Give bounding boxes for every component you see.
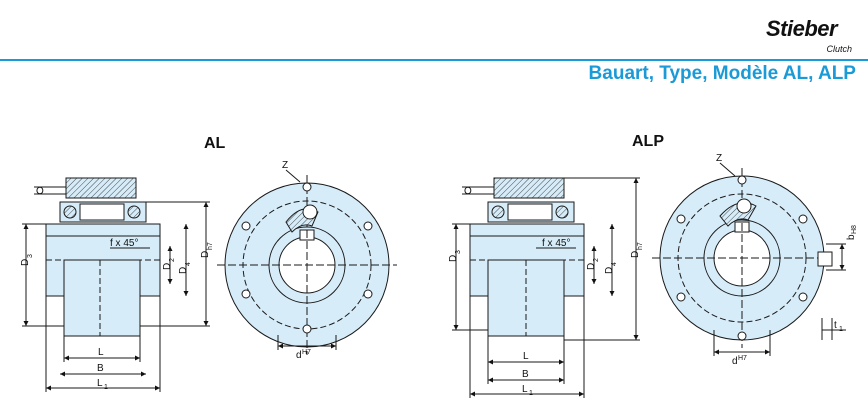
alp-dim-dbore: d — [732, 356, 738, 367]
stieber-logo: Stieber Clutch — [762, 12, 858, 56]
al-dim-d3-sub: 3 — [27, 254, 34, 258]
alp-dim-l: L — [523, 351, 529, 362]
al-dim-o: O — [36, 186, 44, 197]
alp-dim-d2: D — [586, 263, 597, 270]
alp-dim-dbore-sup: H7 — [738, 355, 747, 362]
alp-dim-b: B — [522, 369, 529, 380]
al-dim-l1: L — [97, 378, 103, 389]
alp-dim-d2-sub: 2 — [593, 258, 600, 262]
alp-dim-t1: t — [834, 320, 837, 331]
alp-dim-bh8: b — [846, 234, 857, 240]
al-dim-f45: f x 45° — [110, 238, 138, 249]
al-dim-l: L — [98, 347, 104, 358]
alp-side-view — [452, 177, 640, 398]
al-dim-d4: D — [178, 267, 189, 274]
al-dim-dbore-sup: H7 — [302, 349, 311, 356]
al-dim-dbore: d — [296, 350, 302, 361]
al-dim-d2-sub: 2 — [169, 258, 176, 262]
alp-dim-f45: f x 45° — [542, 238, 570, 249]
alp-dim-dh7-sub: h7 — [637, 242, 644, 250]
alp-dim-o: O — [464, 186, 472, 197]
al-dim-d3: D — [20, 259, 31, 266]
al-dim-l1-sub: 1 — [104, 384, 108, 391]
header-divider — [0, 59, 868, 61]
alp-front-view — [652, 162, 846, 356]
alp-dim-bh8-sup: H8 — [851, 225, 858, 234]
al-dim-d2: D — [162, 263, 173, 270]
brand-name: Stieber — [766, 16, 838, 41]
al-dim-d4-sub: 4 — [185, 262, 192, 266]
alp-dim-z: Z — [716, 153, 722, 164]
al-front-view — [217, 169, 397, 355]
alp-dim-l1: L — [522, 384, 528, 395]
al-dim-dh7-sub: h7 — [207, 242, 214, 250]
alp-dim-d3: D — [448, 255, 459, 262]
al-side-view — [22, 177, 210, 392]
alp-label: ALP — [632, 133, 664, 150]
alp-dim-d4-sub: 4 — [611, 262, 618, 266]
alp-dim-d4: D — [604, 267, 615, 274]
alp-dim-d3-sub: 3 — [455, 250, 462, 254]
alp-dim-t1-sub: 1 — [839, 326, 843, 333]
page-title: Bauart, Type, Modèle AL, ALP — [588, 63, 856, 84]
brand-tagline: Clutch — [826, 44, 852, 54]
alp-dim-l1-sub: 1 — [529, 390, 533, 397]
al-dim-b: B — [97, 363, 104, 374]
al-dim-dh7: D — [200, 251, 211, 258]
al-label: AL — [204, 135, 226, 152]
alp-dim-dh7: D — [630, 251, 641, 258]
al-dim-z: Z — [282, 160, 288, 171]
